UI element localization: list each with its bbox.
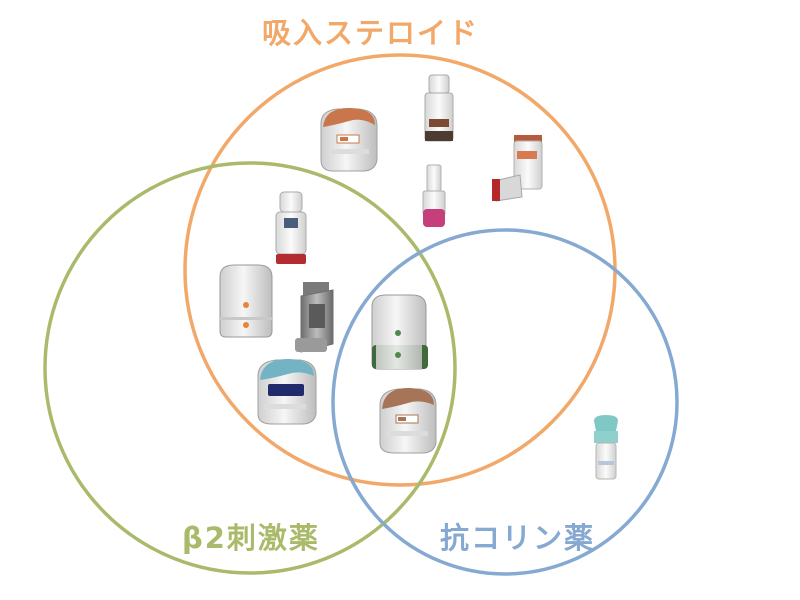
device-ics-only-spacer-red bbox=[492, 135, 543, 202]
device-ics-only-disk-orange bbox=[320, 107, 378, 172]
device-ics-b2-turbuhaler-gray bbox=[295, 282, 334, 353]
device-triple-ellipta-green bbox=[371, 294, 428, 370]
device-anticholinergic-respimat bbox=[594, 415, 618, 480]
beta2-agonist-label: β2刺激薬 bbox=[182, 521, 320, 555]
inhaled-steroid-label: 吸入ステロイド bbox=[262, 16, 480, 50]
device-ics-b2-disk-blue bbox=[257, 358, 317, 425]
anticholinergic-circle bbox=[331, 228, 679, 576]
beta2-agonist-circle bbox=[43, 161, 457, 575]
device-triple-disk-brown bbox=[379, 387, 437, 454]
anticholinergic-label: 抗コリン薬 bbox=[440, 521, 596, 555]
device-ics-b2-canister-red bbox=[275, 191, 307, 264]
device-ics-only-canister-brown bbox=[424, 74, 454, 142]
device-ics-only-canister-pink bbox=[422, 164, 446, 227]
device-ics-b2-ellipta-orange bbox=[219, 264, 273, 338]
